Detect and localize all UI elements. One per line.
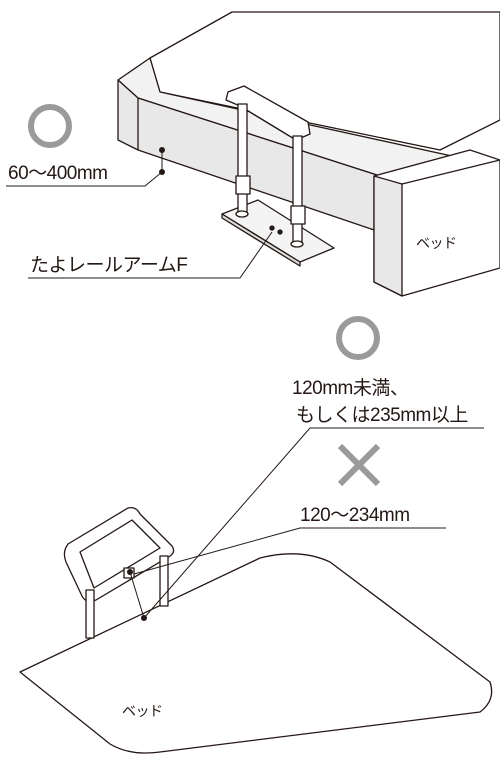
bottom-ok-label-line2: もしくは235mm以上 (296, 405, 468, 426)
top-range-leader (6, 171, 163, 187)
top-product-leader (28, 231, 273, 279)
bottom-ng-mark (337, 443, 381, 487)
bottom-ng-label: 120～234mm (300, 505, 410, 526)
bottom-ok-leader (143, 427, 484, 619)
top-range-label: 60～400mm (8, 163, 108, 184)
top-product-label: たよレールアームF (30, 255, 188, 276)
bottom-bed-label: ベッド (122, 703, 163, 719)
top-ok-mark (28, 104, 72, 148)
top-bed-illustration (117, 11, 500, 297)
bottom-bed-surface (19, 553, 493, 754)
bottom-ng-leader (133, 527, 446, 575)
bottom-bed-illustration (19, 553, 493, 754)
bottom-ok-label-line1: 120mm未満、 (292, 378, 409, 399)
top-bed-label: ベッド (416, 235, 457, 251)
bottom-ok-mark (336, 316, 380, 360)
bottom-rail-product (63, 506, 175, 639)
top-rail-product (221, 85, 335, 267)
top-rail-handle (225, 85, 311, 141)
